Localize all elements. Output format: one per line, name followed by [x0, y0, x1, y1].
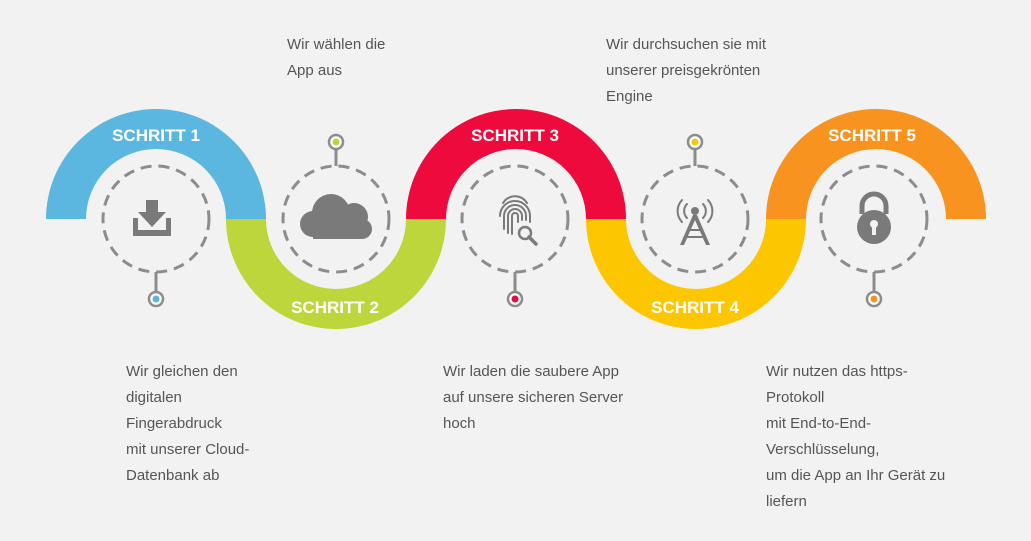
description-line: liefern — [766, 493, 807, 510]
step-1-arc — [46, 109, 266, 219]
description-line: digitalen — [126, 389, 182, 406]
description-line: Protokoll — [766, 389, 825, 406]
description-line: Wir wählen die — [287, 36, 386, 53]
description-line: um die App an Ihr Gerät zu — [766, 467, 946, 484]
step-5-pin — [865, 272, 883, 308]
step-3-arc — [406, 109, 626, 219]
step-1-title: SCHRITT 1 — [112, 126, 200, 145]
step-3-title: SCHRITT 3 — [471, 126, 559, 145]
description-line: Datenbank ab — [126, 467, 220, 484]
description-line: Fingerabdruck — [126, 415, 222, 432]
step-5-title: SCHRITT 5 — [828, 126, 916, 145]
description-line: Wir laden die saubere App — [443, 363, 619, 380]
step-2-title: SCHRITT 2 — [291, 298, 379, 317]
description-line: Wir durchsuchen sie mit — [606, 36, 767, 53]
description-line: unserer preisgekrönten — [606, 62, 761, 79]
step-4-ring — [640, 164, 750, 274]
description-line: Verschlüsselung, — [766, 441, 880, 458]
step-1-description: Wir gleichen den digitalen Fingerabdruck… — [126, 359, 249, 489]
description-line: mit End-to-End- — [766, 415, 872, 432]
description-line: Wir gleichen den — [126, 363, 238, 380]
step-1-pin — [147, 272, 165, 308]
step-4-pin — [686, 133, 704, 166]
antenna-tower-icon — [676, 199, 714, 245]
step-5-description: Wir nutzen das https- Protokoll mit End-… — [766, 359, 945, 515]
step-2-description: Wir wählen die App aus — [287, 32, 385, 84]
description-line: mit unserer Cloud- — [126, 441, 250, 458]
step-2-ring — [281, 164, 391, 274]
step-2-pin — [327, 133, 345, 166]
cloud-icon — [300, 194, 372, 239]
step-4-title: SCHRITT 4 — [651, 298, 739, 317]
step-4-arc — [586, 219, 806, 329]
step-5-arc — [766, 109, 986, 219]
step-3-ring — [460, 164, 570, 274]
fingerprint-search-icon — [499, 195, 538, 246]
description-line: auf unsere sicheren Server — [443, 389, 624, 406]
padlock-icon — [857, 191, 891, 244]
description-line: Engine — [606, 88, 653, 105]
description-line: Wir nutzen das https- — [766, 363, 908, 380]
description-line: hoch — [443, 415, 476, 432]
step-1-ring — [101, 164, 211, 274]
step-3-pin — [506, 272, 524, 308]
download-icon — [133, 200, 171, 236]
step-3-description: Wir laden die saubere App auf unsere sic… — [443, 359, 623, 437]
description-line: App aus — [287, 62, 343, 79]
step-2-arc — [226, 219, 446, 329]
step-5-ring — [819, 164, 929, 274]
step-4-description: Wir durchsuchen sie mit unserer preisgek… — [606, 32, 766, 110]
